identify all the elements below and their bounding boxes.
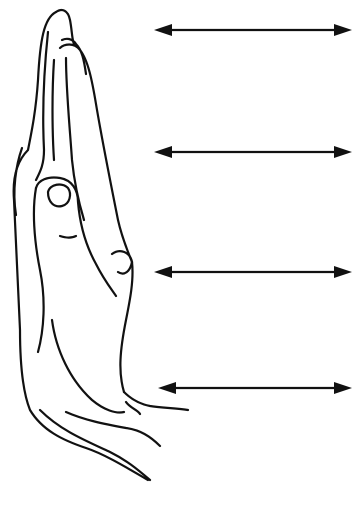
arrows-group xyxy=(154,24,352,394)
hand-drawing xyxy=(14,10,188,480)
wrist-line-3 xyxy=(66,412,160,446)
double-headed-arrow xyxy=(154,146,352,158)
knuckle-bump xyxy=(112,251,132,273)
thumb-nail xyxy=(48,185,70,207)
hand-outline-back xyxy=(14,12,148,480)
double-headed-arrow xyxy=(154,266,352,278)
double-headed-arrow xyxy=(158,382,352,394)
finger-contour-1 xyxy=(36,32,48,180)
finger-separation-1 xyxy=(66,58,84,220)
thumb-crease xyxy=(60,236,76,238)
thumb-base xyxy=(34,188,44,352)
double-headed-arrow xyxy=(154,24,352,36)
finger-separation-2 xyxy=(53,60,55,160)
wrist-line-1 xyxy=(124,392,188,410)
palm-crease xyxy=(52,320,124,413)
palm-front-edge xyxy=(120,262,132,392)
wrist-line-2 xyxy=(126,402,140,414)
